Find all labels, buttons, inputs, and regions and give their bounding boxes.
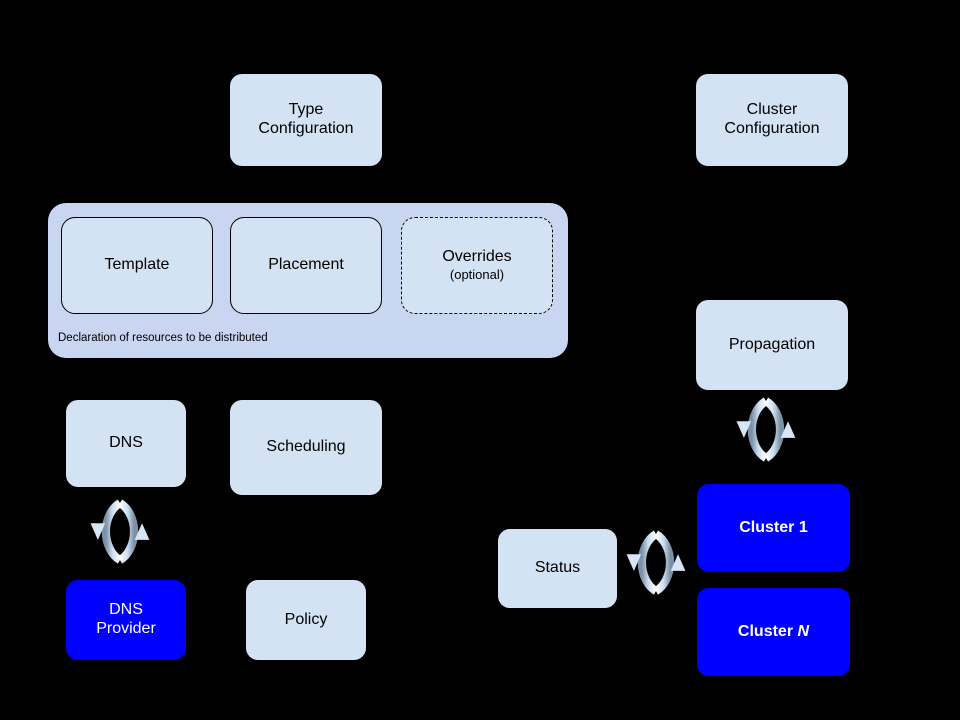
node-cluster-n-label: Cluster N [737,622,810,640]
node-template[interactable]: Template [61,217,213,314]
declaration-group-caption: Declaration of resources to be distribut… [58,332,268,344]
node-scheduling-label: Scheduling [266,438,346,456]
node-cluster-1-label: Cluster 1 [739,518,808,536]
node-placement[interactable]: Placement [230,217,382,314]
node-policy-label: Policy [284,610,328,628]
node-overrides[interactable]: Overrides (optional) [401,217,553,314]
node-cluster-configuration[interactable]: Cluster Configuration [696,74,848,166]
node-template-label: Template [104,256,170,274]
node-cluster-1[interactable]: Cluster 1 [697,484,850,572]
node-cluster-n[interactable]: Cluster N [697,588,850,676]
node-status[interactable]: Status [498,529,617,608]
node-policy[interactable]: Policy [246,580,366,660]
node-overrides-sublabel: (optional) [449,267,505,283]
node-type-configuration[interactable]: Type Configuration [230,74,382,166]
node-dns-provider-label: DNS Provider [96,601,156,637]
sync-arrows-icon-propagation [737,401,796,458]
node-type-configuration-label: Type Configuration [258,101,354,137]
sync-arrows-icon-dns [91,503,150,560]
node-propagation-label: Propagation [728,335,816,353]
node-status-label: Status [534,559,581,577]
node-placement-label: Placement [268,256,344,274]
node-overrides-label: Overrides (optional) [442,248,512,283]
node-dns-provider[interactable]: DNS Provider [66,580,186,660]
sync-arrows-icon-status [627,534,686,591]
node-scheduling[interactable]: Scheduling [230,400,382,495]
node-dns[interactable]: DNS [66,400,186,487]
node-cluster-configuration-label: Cluster Configuration [724,101,820,137]
node-dns-label: DNS [109,434,143,452]
node-propagation[interactable]: Propagation [696,300,848,390]
